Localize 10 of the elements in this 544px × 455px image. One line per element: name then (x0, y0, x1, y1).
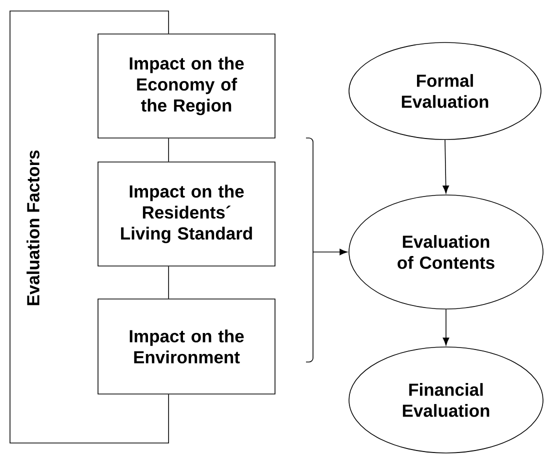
arrow (442, 140, 450, 194)
text-box: Impact on the Residents´ Living Standard (98, 162, 276, 266)
connector-line (168, 138, 169, 162)
vertical-label: Evaluation Factors (26, 150, 40, 306)
connector-line (10, 10, 169, 444)
text-box: Impact on the Environment (98, 298, 276, 394)
text-box: Impact on the Economy of the Region (98, 34, 276, 138)
arrow (442, 309, 450, 346)
connector-line (168, 266, 169, 299)
arrow (312, 248, 348, 256)
